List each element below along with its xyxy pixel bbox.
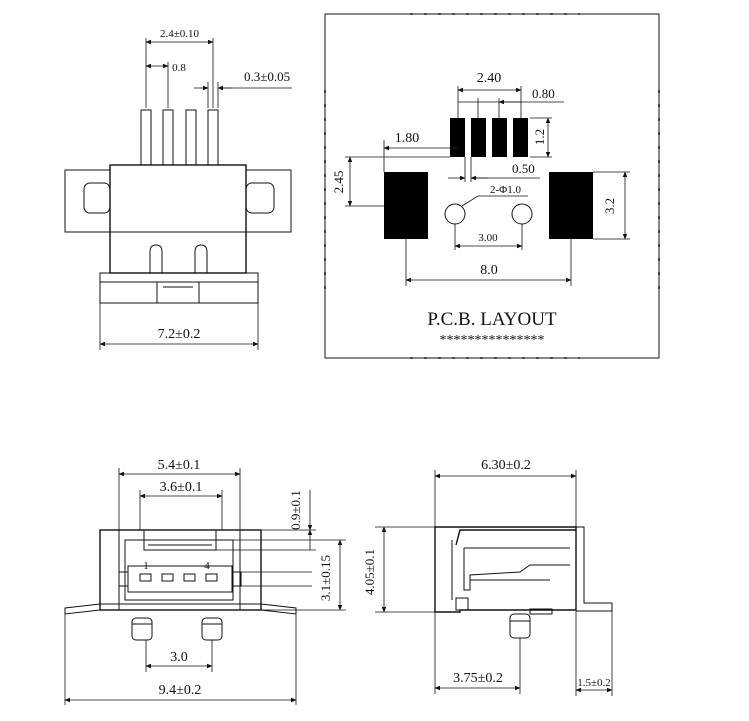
outer-width-label: 5.4±0.1	[158, 458, 201, 473]
left-post	[131, 617, 153, 641]
bottom-view: 1 4 5.4±0.1 3.6±0.1 0.9±0.1 3.1±0.15	[64, 458, 346, 705]
large-pad-span-label: 8.0	[480, 263, 498, 278]
vertical-offset-label: 2.45	[331, 171, 346, 194]
pad-width-label: 0.80	[532, 86, 555, 101]
pin-first-label: 1	[143, 560, 149, 572]
right-tab-slot	[245, 182, 275, 214]
pad-height-label: 1.2	[532, 129, 547, 145]
left-tab-slot	[83, 182, 111, 214]
height-label: 4.05±0.1	[362, 549, 377, 595]
pad-span-label: 2.40	[477, 71, 502, 86]
tab-length-label: 1.5±0.2	[577, 677, 611, 689]
large-pad-height-label: 3.2	[602, 198, 617, 214]
depth-label: 6.30±0.2	[481, 458, 531, 473]
pad-gap-label: 0.50	[512, 161, 535, 176]
signal-pads	[450, 118, 528, 157]
right-locating-hole	[511, 203, 533, 225]
inner-width-label: 3.6±0.1	[160, 480, 203, 495]
left-locating-hole	[444, 203, 466, 225]
pin-last-label: 4	[204, 560, 210, 572]
pcb-layout-title: P.C.B. LAYOUT	[427, 309, 557, 330]
pin-width-label: 0.3±0.05	[244, 69, 290, 84]
pcb-layout-frame	[324, 13, 660, 359]
front-base	[99, 272, 259, 304]
side-post	[509, 613, 531, 639]
side-offset-label: 1.80	[395, 131, 420, 146]
side-view: 6.30±0.2 4.05±0.1 3.75±0.2 1.5±0.2	[362, 458, 613, 696]
right-mount-tab	[245, 169, 292, 233]
pitch-label: 0.8	[172, 62, 186, 74]
post-offset-label: 3.75±0.2	[453, 671, 503, 686]
hole-callout-label: 2-Φ1.0	[490, 184, 521, 196]
right-mount-pad	[549, 172, 593, 239]
right-post	[201, 617, 223, 641]
top-height-label: 0.9±0.1	[288, 490, 303, 530]
side-tab	[575, 526, 613, 612]
slot-height-label: 3.1±0.15	[318, 555, 333, 601]
front-body	[109, 164, 247, 274]
post-spacing-label: 3.0	[170, 650, 188, 665]
pitch-total-label: 2.4±0.10	[160, 28, 200, 40]
left-mount-pad	[384, 172, 428, 239]
pcb-layout-view: 2.40 0.80 1.2 1.80 0.50 2.45 2-Φ1.0	[324, 13, 660, 359]
front-pins	[140, 109, 219, 166]
flange-width-label: 9.4±0.2	[159, 683, 202, 698]
body-width-label: 7.2±0.2	[158, 327, 201, 342]
front-view: 2.4±0.10 0.8 0.3±0.05 7.2±0.2	[64, 28, 292, 350]
left-mount-tab	[64, 169, 111, 233]
pcb-layout-underline: ***************	[440, 333, 545, 348]
hole-spacing-label: 3.00	[478, 232, 498, 244]
bottom-outer-body	[99, 529, 262, 611]
